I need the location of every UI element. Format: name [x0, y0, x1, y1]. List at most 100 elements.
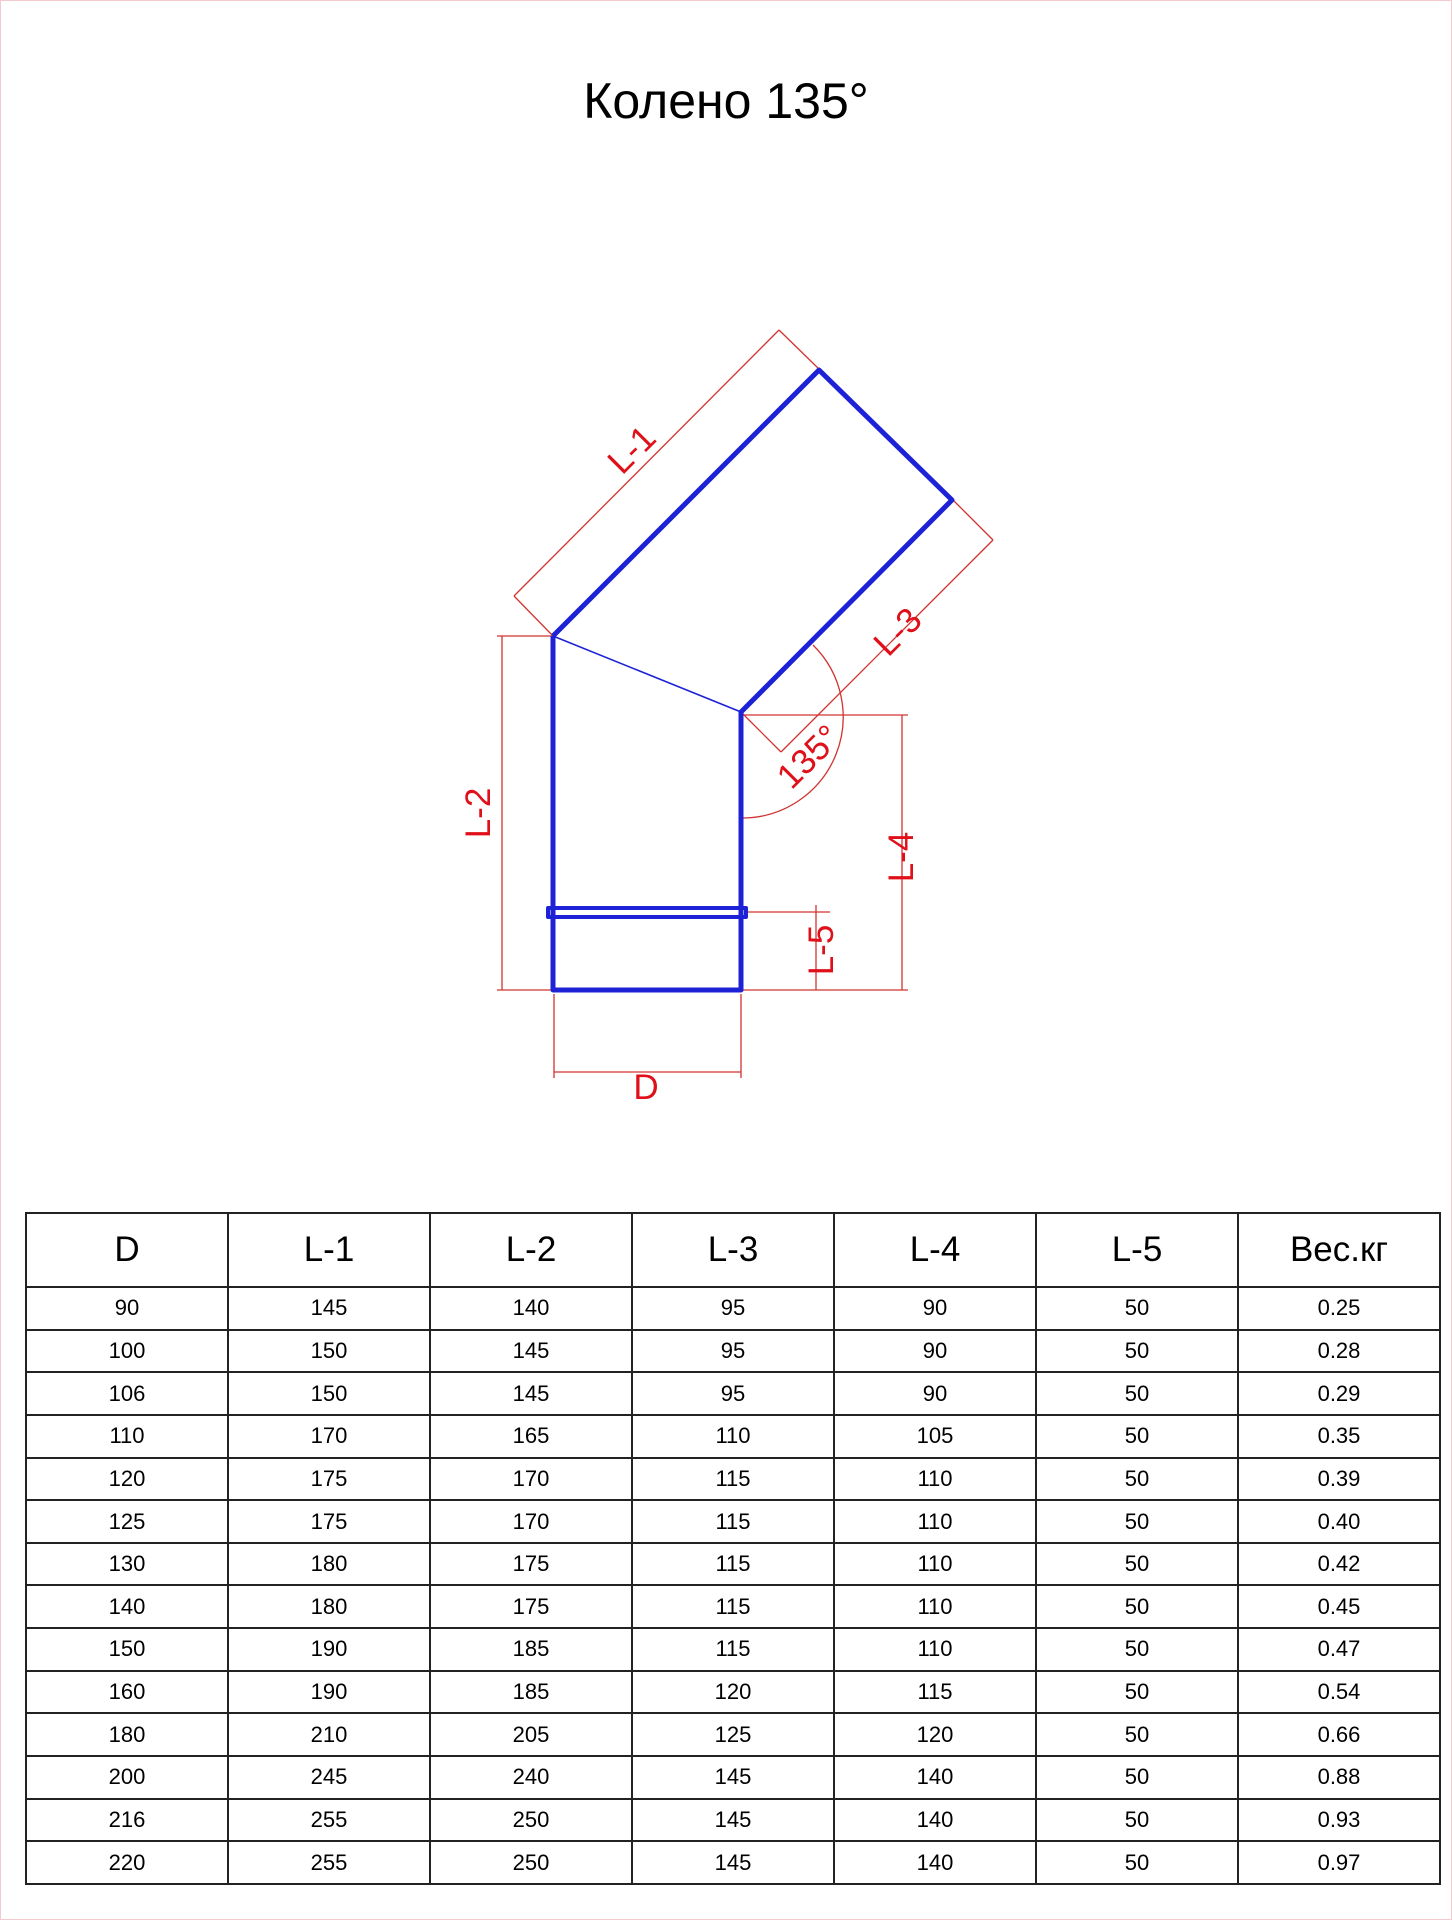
table-cell: 105 — [833, 1413, 1037, 1459]
dimension-lines — [497, 329, 994, 1078]
table-cell: 50 — [1035, 1286, 1239, 1331]
table-cell: 0.47 — [1237, 1627, 1441, 1672]
table-cell: 125 — [25, 1499, 229, 1544]
table-cell: 145 — [631, 1797, 835, 1843]
l1-extension-line-top — [778, 329, 821, 371]
table-cell: 110 — [25, 1413, 229, 1459]
column-header: L-3 — [631, 1212, 835, 1288]
table-cell: 50 — [1035, 1627, 1239, 1672]
table-cell: 150 — [227, 1371, 431, 1416]
table-cell: 145 — [631, 1840, 835, 1885]
table-cell: 90 — [833, 1286, 1037, 1331]
elbow-upper-segment — [551, 367, 955, 912]
table-cell: 140 — [429, 1286, 633, 1331]
table-cell: 180 — [227, 1584, 431, 1630]
table-cell: 210 — [227, 1712, 431, 1758]
table-cell: 0.40 — [1237, 1499, 1441, 1544]
table-cell: 175 — [429, 1541, 633, 1587]
table-cell: 145 — [227, 1286, 431, 1331]
label-l5: L-5 — [802, 925, 841, 976]
table-cell: 180 — [227, 1541, 431, 1587]
table-cell: 115 — [631, 1499, 835, 1544]
table-cell: 50 — [1035, 1755, 1239, 1800]
table-cell: 0.28 — [1237, 1328, 1441, 1374]
label-angle: 135° — [769, 717, 848, 796]
table-cell: 0.66 — [1237, 1712, 1441, 1758]
table-cell: 185 — [429, 1627, 633, 1672]
table-cell: 115 — [631, 1456, 835, 1502]
table-cell: 0.29 — [1237, 1371, 1441, 1416]
table-cell: 175 — [429, 1584, 633, 1630]
table-cell: 50 — [1035, 1797, 1239, 1843]
table-cell: 255 — [227, 1840, 431, 1885]
table-cell: 0.93 — [1237, 1797, 1441, 1843]
table-cell: 150 — [25, 1627, 229, 1672]
table-cell: 130 — [25, 1541, 229, 1587]
table-cell: 110 — [833, 1499, 1037, 1544]
table-cell: 150 — [227, 1328, 431, 1374]
elbow-drawing: L-1 L-3 L-2 L-4 L-5 D 135° — [459, 329, 994, 1107]
table-cell: 110 — [631, 1413, 835, 1459]
table-cell: 110 — [833, 1627, 1037, 1672]
table-cell: 106 — [25, 1371, 229, 1416]
column-header: L-2 — [429, 1212, 633, 1288]
table-cell: 145 — [429, 1371, 633, 1416]
table-cell: 100 — [25, 1328, 229, 1374]
table-cell: 0.25 — [1237, 1286, 1441, 1331]
table-cell: 50 — [1035, 1541, 1239, 1587]
table-cell: 50 — [1035, 1669, 1239, 1715]
table-cell: 0.88 — [1237, 1755, 1441, 1800]
table-cell: 50 — [1035, 1371, 1239, 1416]
table-cell: 175 — [227, 1456, 431, 1502]
table-cell: 190 — [227, 1669, 431, 1715]
table-cell: 140 — [833, 1797, 1037, 1843]
table-cell: 0.54 — [1237, 1669, 1441, 1715]
label-d: D — [633, 1068, 658, 1107]
column-header: L-1 — [227, 1212, 431, 1288]
table-cell: 190 — [227, 1627, 431, 1672]
table-cell: 0.42 — [1237, 1541, 1441, 1587]
table-cell: 140 — [25, 1584, 229, 1630]
table-cell: 170 — [227, 1413, 431, 1459]
l3-extension-line-bottom — [740, 711, 782, 753]
table-cell: 90 — [833, 1328, 1037, 1374]
table-cell: 0.97 — [1237, 1840, 1441, 1885]
dimension-labels: L-1 L-3 L-2 L-4 L-5 D 135° — [459, 418, 930, 1107]
table-cell: 50 — [1035, 1413, 1239, 1459]
elbow-outline — [546, 367, 955, 993]
l3-dimension-line — [780, 539, 994, 753]
table-cell: 240 — [429, 1755, 633, 1800]
table-cell: 120 — [833, 1712, 1037, 1758]
table-cell: 250 — [429, 1840, 633, 1885]
table-cell: 50 — [1035, 1712, 1239, 1758]
table-cell: 110 — [833, 1541, 1037, 1587]
table-cell: 255 — [227, 1797, 431, 1843]
label-l2: L-2 — [459, 788, 498, 839]
table-cell: 0.45 — [1237, 1584, 1441, 1630]
elbow-lower-segment — [550, 636, 744, 993]
table-cell: 220 — [25, 1840, 229, 1885]
table-cell: 145 — [631, 1755, 835, 1800]
table-cell: 185 — [429, 1669, 633, 1715]
table-cell: 110 — [833, 1584, 1037, 1630]
table-cell: 90 — [833, 1371, 1037, 1416]
table-cell: 140 — [833, 1755, 1037, 1800]
table-cell: 0.35 — [1237, 1413, 1441, 1459]
table-cell: 205 — [429, 1712, 633, 1758]
column-header: L-5 — [1035, 1212, 1239, 1288]
nipple-collar — [546, 906, 748, 919]
l3-extension-line-top — [952, 499, 994, 541]
label-l3: L-3 — [866, 600, 929, 663]
table-cell: 245 — [227, 1755, 431, 1800]
